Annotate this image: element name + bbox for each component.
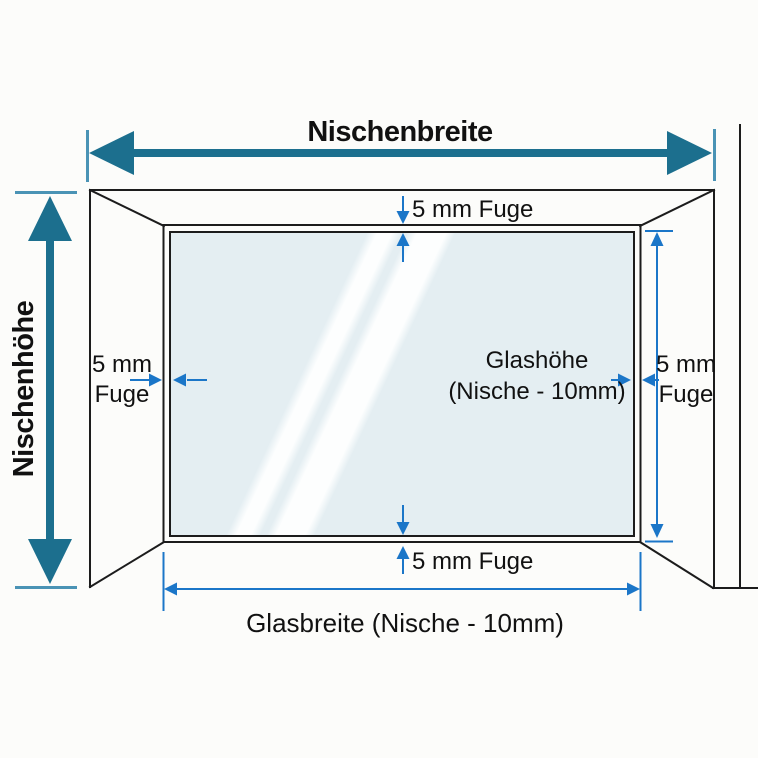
height-arrowhead-bottom — [28, 539, 72, 584]
top-gap-label: 5 mm Fuge — [412, 196, 534, 223]
fuge-left-left-head — [173, 373, 186, 387]
fuge-right-right-head — [618, 373, 631, 387]
glass-height-label-line1: Glashöhe — [485, 347, 589, 374]
fuge-top-up-head — [396, 233, 410, 246]
nischenhoehe-arrow — [15, 191, 77, 589]
nischenbreite-arrow — [86, 129, 716, 182]
niche-reveal-bottom-right — [638, 540, 715, 590]
glass-width-label: Glasbreite (Nische - 10mm) — [246, 608, 564, 638]
fuge-top-down-head — [396, 211, 410, 224]
glass-height-label: Glashöhe (Nische - 10mm) — [437, 345, 637, 407]
width-arrowhead-right — [667, 131, 712, 175]
niche-reveal-bottom-left — [88, 540, 166, 589]
niche-back-opening — [162, 224, 642, 543]
glass-pane — [169, 231, 635, 537]
glashoehe-head-top — [650, 232, 664, 246]
glasbreite-head-left — [164, 582, 177, 596]
width-arrowhead-left — [89, 131, 134, 175]
fuge-arrows-top — [396, 196, 410, 262]
fuge-arrows-bottom — [396, 505, 410, 574]
left-gap-label-line1: 5 mm — [92, 351, 152, 378]
height-arrow-shaft — [46, 237, 54, 543]
fuge-bottom-up-head — [396, 546, 410, 559]
glasbreite-dimension — [162, 552, 642, 611]
glashoehe-head-bottom — [650, 524, 664, 538]
glasbreite-head-right — [627, 582, 640, 596]
glashoehe-dimension — [645, 230, 673, 543]
niche-width-title: Nischenbreite — [307, 116, 493, 148]
niche-outline — [88, 124, 758, 590]
glass-height-label-line2: (Nische - 10mm) — [448, 378, 626, 405]
left-gap-label-line2: Fuge — [94, 381, 150, 408]
height-arrowhead-top — [28, 196, 72, 241]
fuge-arrows-left — [130, 373, 207, 387]
niche-height-title: Nischenhöhe — [8, 300, 40, 478]
width-arrow-shaft — [128, 149, 670, 157]
fuge-right-left-head — [642, 373, 655, 387]
left-gap-label: 5 mm Fuge — [88, 350, 156, 410]
fuge-left-right-head — [149, 373, 162, 387]
fuge-bottom-down-head — [396, 522, 410, 535]
niche-reveal-top-right — [638, 188, 716, 228]
right-gap-label-line2: Fuge — [658, 381, 714, 408]
right-gap-label-line1: 5 mm — [656, 351, 716, 378]
right-gap-label: 5 mm Fuge — [650, 350, 722, 410]
bottom-gap-label: 5 mm Fuge — [412, 548, 534, 575]
niche-reveal-top-left — [88, 188, 166, 228]
